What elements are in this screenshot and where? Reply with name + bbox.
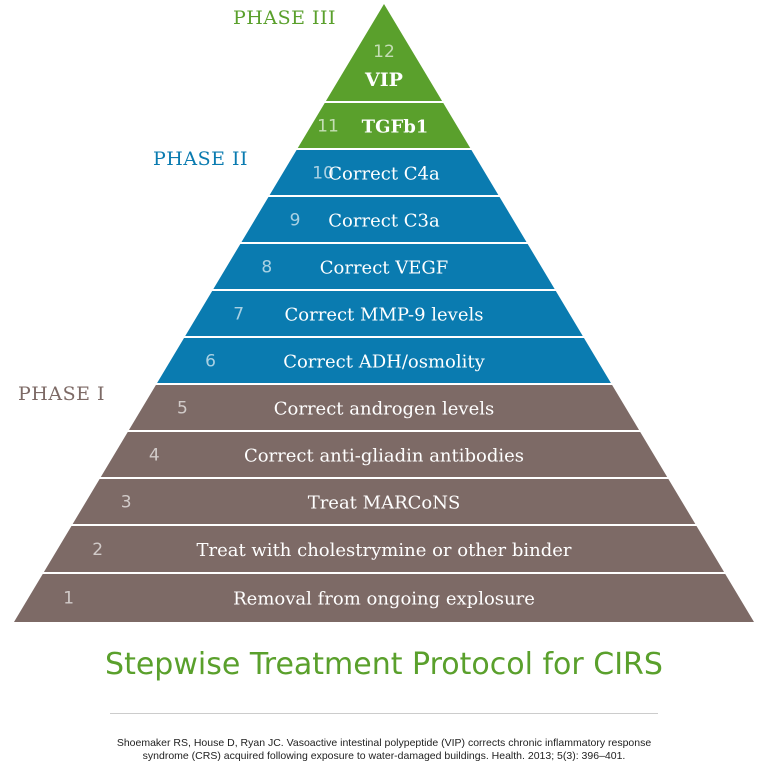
citation: Shoemaker RS, House D, Ryan JC. Vasoacti… <box>60 737 708 763</box>
step-number-2: 2 <box>92 540 103 560</box>
citation-line-2: syndrome (CRS) acquired following exposu… <box>142 750 626 762</box>
step-number-9: 9 <box>290 211 301 231</box>
step-label-9: Correct C3a <box>328 211 440 232</box>
pyramid-step-9 <box>241 197 527 242</box>
step-number-3: 3 <box>121 493 132 513</box>
step-number-5: 5 <box>177 399 188 419</box>
pyramid-step-12 <box>325 4 443 101</box>
step-label-2: Treat with cholestrymine or other binder <box>196 540 571 561</box>
step-label-5: Correct androgen levels <box>274 399 495 420</box>
pyramid-step-11 <box>297 103 471 148</box>
step-label-12: VIP <box>364 69 403 91</box>
phase-iii-label: PHASE III <box>233 7 337 29</box>
step-number-11: 11 <box>317 117 339 137</box>
pyramid-step-2 <box>43 526 725 572</box>
step-label-10: Correct C4a <box>328 164 440 185</box>
step-label-4: Correct anti-gliadin antibodies <box>244 446 524 467</box>
citation-line-1: Shoemaker RS, House D, Ryan JC. Vasoacti… <box>116 737 652 749</box>
phase-ii-label: PHASE II <box>153 148 249 170</box>
step-number-1: 1 <box>63 589 74 609</box>
step-number-7: 7 <box>233 305 244 325</box>
pyramid-step-1 <box>14 574 754 622</box>
step-number-12: 12 <box>373 42 395 62</box>
step-label-3: Treat MARCoNS <box>308 493 461 514</box>
step-number-10: 10 <box>312 164 334 184</box>
step-label-6: Correct ADH/osmolity <box>283 352 485 373</box>
divider <box>110 713 658 714</box>
step-label-11: TGFb1 <box>362 117 429 138</box>
step-label-8: Correct VEGF <box>320 258 449 279</box>
step-label-7: Correct MMP-9 levels <box>285 305 484 326</box>
page-title: Stepwise Treatment Protocol for CIRS <box>105 647 663 682</box>
pyramid-step-4 <box>100 432 668 477</box>
pyramid-step-3 <box>72 479 696 524</box>
pyramid-step-7 <box>185 291 583 336</box>
step-number-6: 6 <box>205 352 216 372</box>
pyramid-step-6 <box>157 338 611 383</box>
phase-i-label: PHASE I <box>18 383 106 405</box>
step-number-4: 4 <box>149 446 160 466</box>
pyramid-step-5 <box>128 385 640 430</box>
pyramid-step-10 <box>269 150 499 195</box>
step-number-8: 8 <box>261 258 272 278</box>
step-label-1: Removal from ongoing explosure <box>233 589 535 610</box>
pyramid-step-8 <box>213 244 555 289</box>
